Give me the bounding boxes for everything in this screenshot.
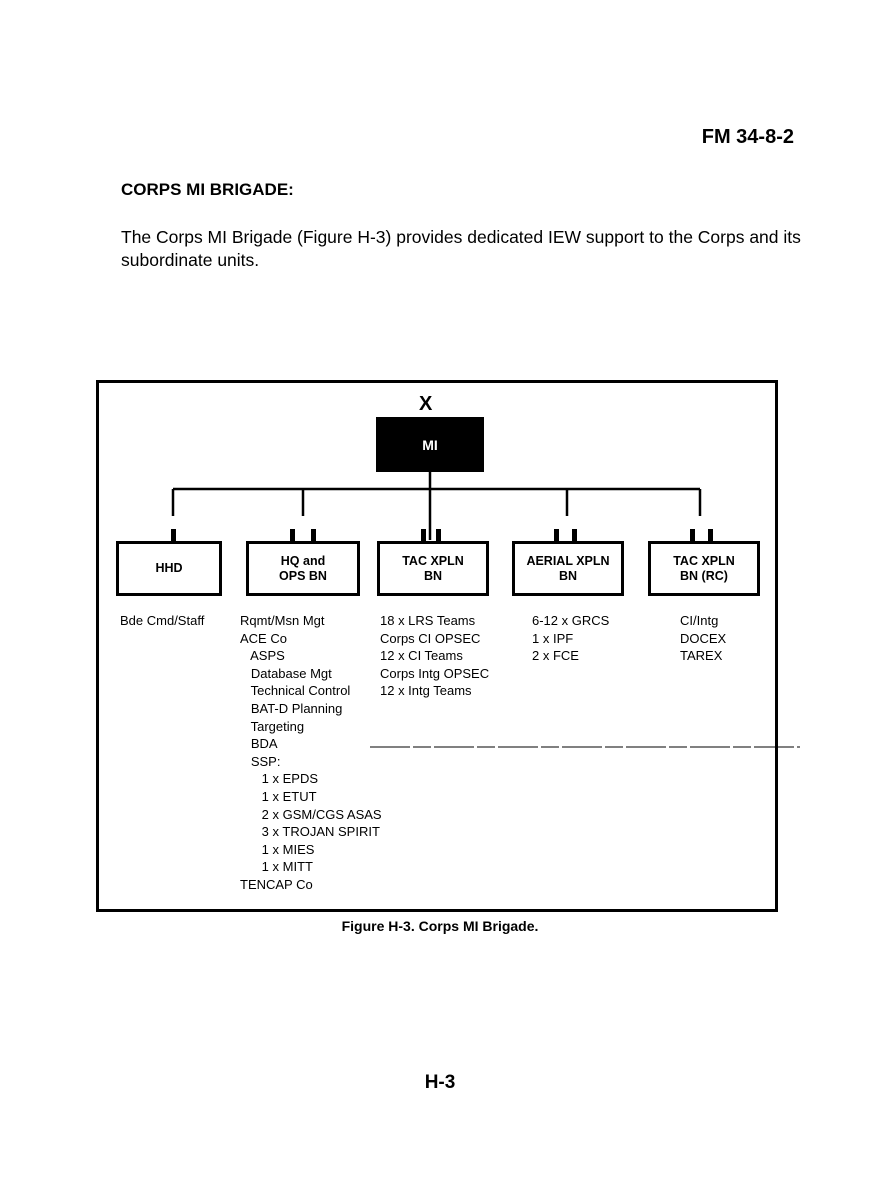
list-item: 1 x ETUT <box>240 788 317 804</box>
section-heading: CORPS MI BRIGADE: <box>121 180 294 199</box>
document-id: FM 34-8-2 <box>701 126 794 148</box>
unit-label: TAC XPLN BN (RC) <box>673 553 735 583</box>
list-item: 1 x EPDS <box>240 771 319 787</box>
unit-box-hq-ops-bn: HQ and OPS BN <box>246 541 360 596</box>
list-item: 12 x Intg Teams <box>380 683 472 699</box>
list-item: Bde Cmd/Staff <box>120 613 205 628</box>
list-item: Targeting <box>240 718 305 734</box>
hq-label: MI <box>422 436 438 453</box>
unit-box-hhd: HHD <box>116 541 222 596</box>
list-item: 3 x TROJAN SPIRIT <box>240 824 380 840</box>
list-item: DOCEX <box>680 630 727 646</box>
unit-box-tac-xpln-bn-rc: TAC XPLN BN (RC) <box>648 541 760 596</box>
list-item: Rqmt/Msn Mgt <box>240 613 325 628</box>
list-item: 18 x LRS Teams <box>380 613 476 628</box>
unit-list-hhd: Bde Cmd/Staff <box>120 612 204 630</box>
unit-label: TAC XPLN BN <box>402 553 464 583</box>
list-item: Corps CI OPSEC <box>380 630 481 646</box>
list-item: CI/Intg <box>680 613 719 628</box>
list-item: TENCAP Co <box>240 876 313 892</box>
list-item: Database Mgt <box>240 665 332 681</box>
hq-box: MI <box>376 417 484 472</box>
unit-label: HQ and OPS BN <box>279 553 327 583</box>
list-item: BDA <box>240 736 278 752</box>
list-item: ACE Co <box>240 630 287 646</box>
intro-paragraph: The Corps MI Brigade (Figure H-3) provid… <box>121 227 801 270</box>
page-number: H-3 <box>424 1072 456 1093</box>
unit-box-tac-xpln-bn: TAC XPLN BN <box>377 541 489 596</box>
echelon-symbol: X <box>419 393 433 415</box>
list-item: ASPS <box>240 648 285 664</box>
unit-label: AERIAL XPLN BN <box>526 553 610 583</box>
list-item: 2 x FCE <box>532 648 579 664</box>
list-item: BAT-D Planning <box>240 700 343 716</box>
list-item: 1 x IPF <box>532 630 574 646</box>
list-item: TAREX <box>680 648 723 664</box>
unit-list-aerial-xpln-bn: 6-12 x GRCS 1 x IPF 2 x FCE <box>532 612 609 665</box>
unit-box-aerial-xpln-bn: AERIAL XPLN BN <box>512 541 624 596</box>
list-item: 1 x MITT <box>240 859 313 875</box>
unit-label: HHD <box>155 561 183 575</box>
list-item: 2 x GSM/CGS ASAS <box>240 806 382 822</box>
list-item: Technical Control <box>240 683 351 699</box>
figure-caption: Figure H-3. Corps MI Brigade. <box>341 918 539 934</box>
list-item: Corps Intg OPSEC <box>380 665 490 681</box>
list-item: 12 x CI Teams <box>380 648 463 664</box>
figure-frame <box>96 380 778 912</box>
list-item: 1 x MIES <box>240 841 315 857</box>
list-item: SSP: <box>240 753 281 769</box>
list-item: 6-12 x GRCS <box>532 613 610 628</box>
